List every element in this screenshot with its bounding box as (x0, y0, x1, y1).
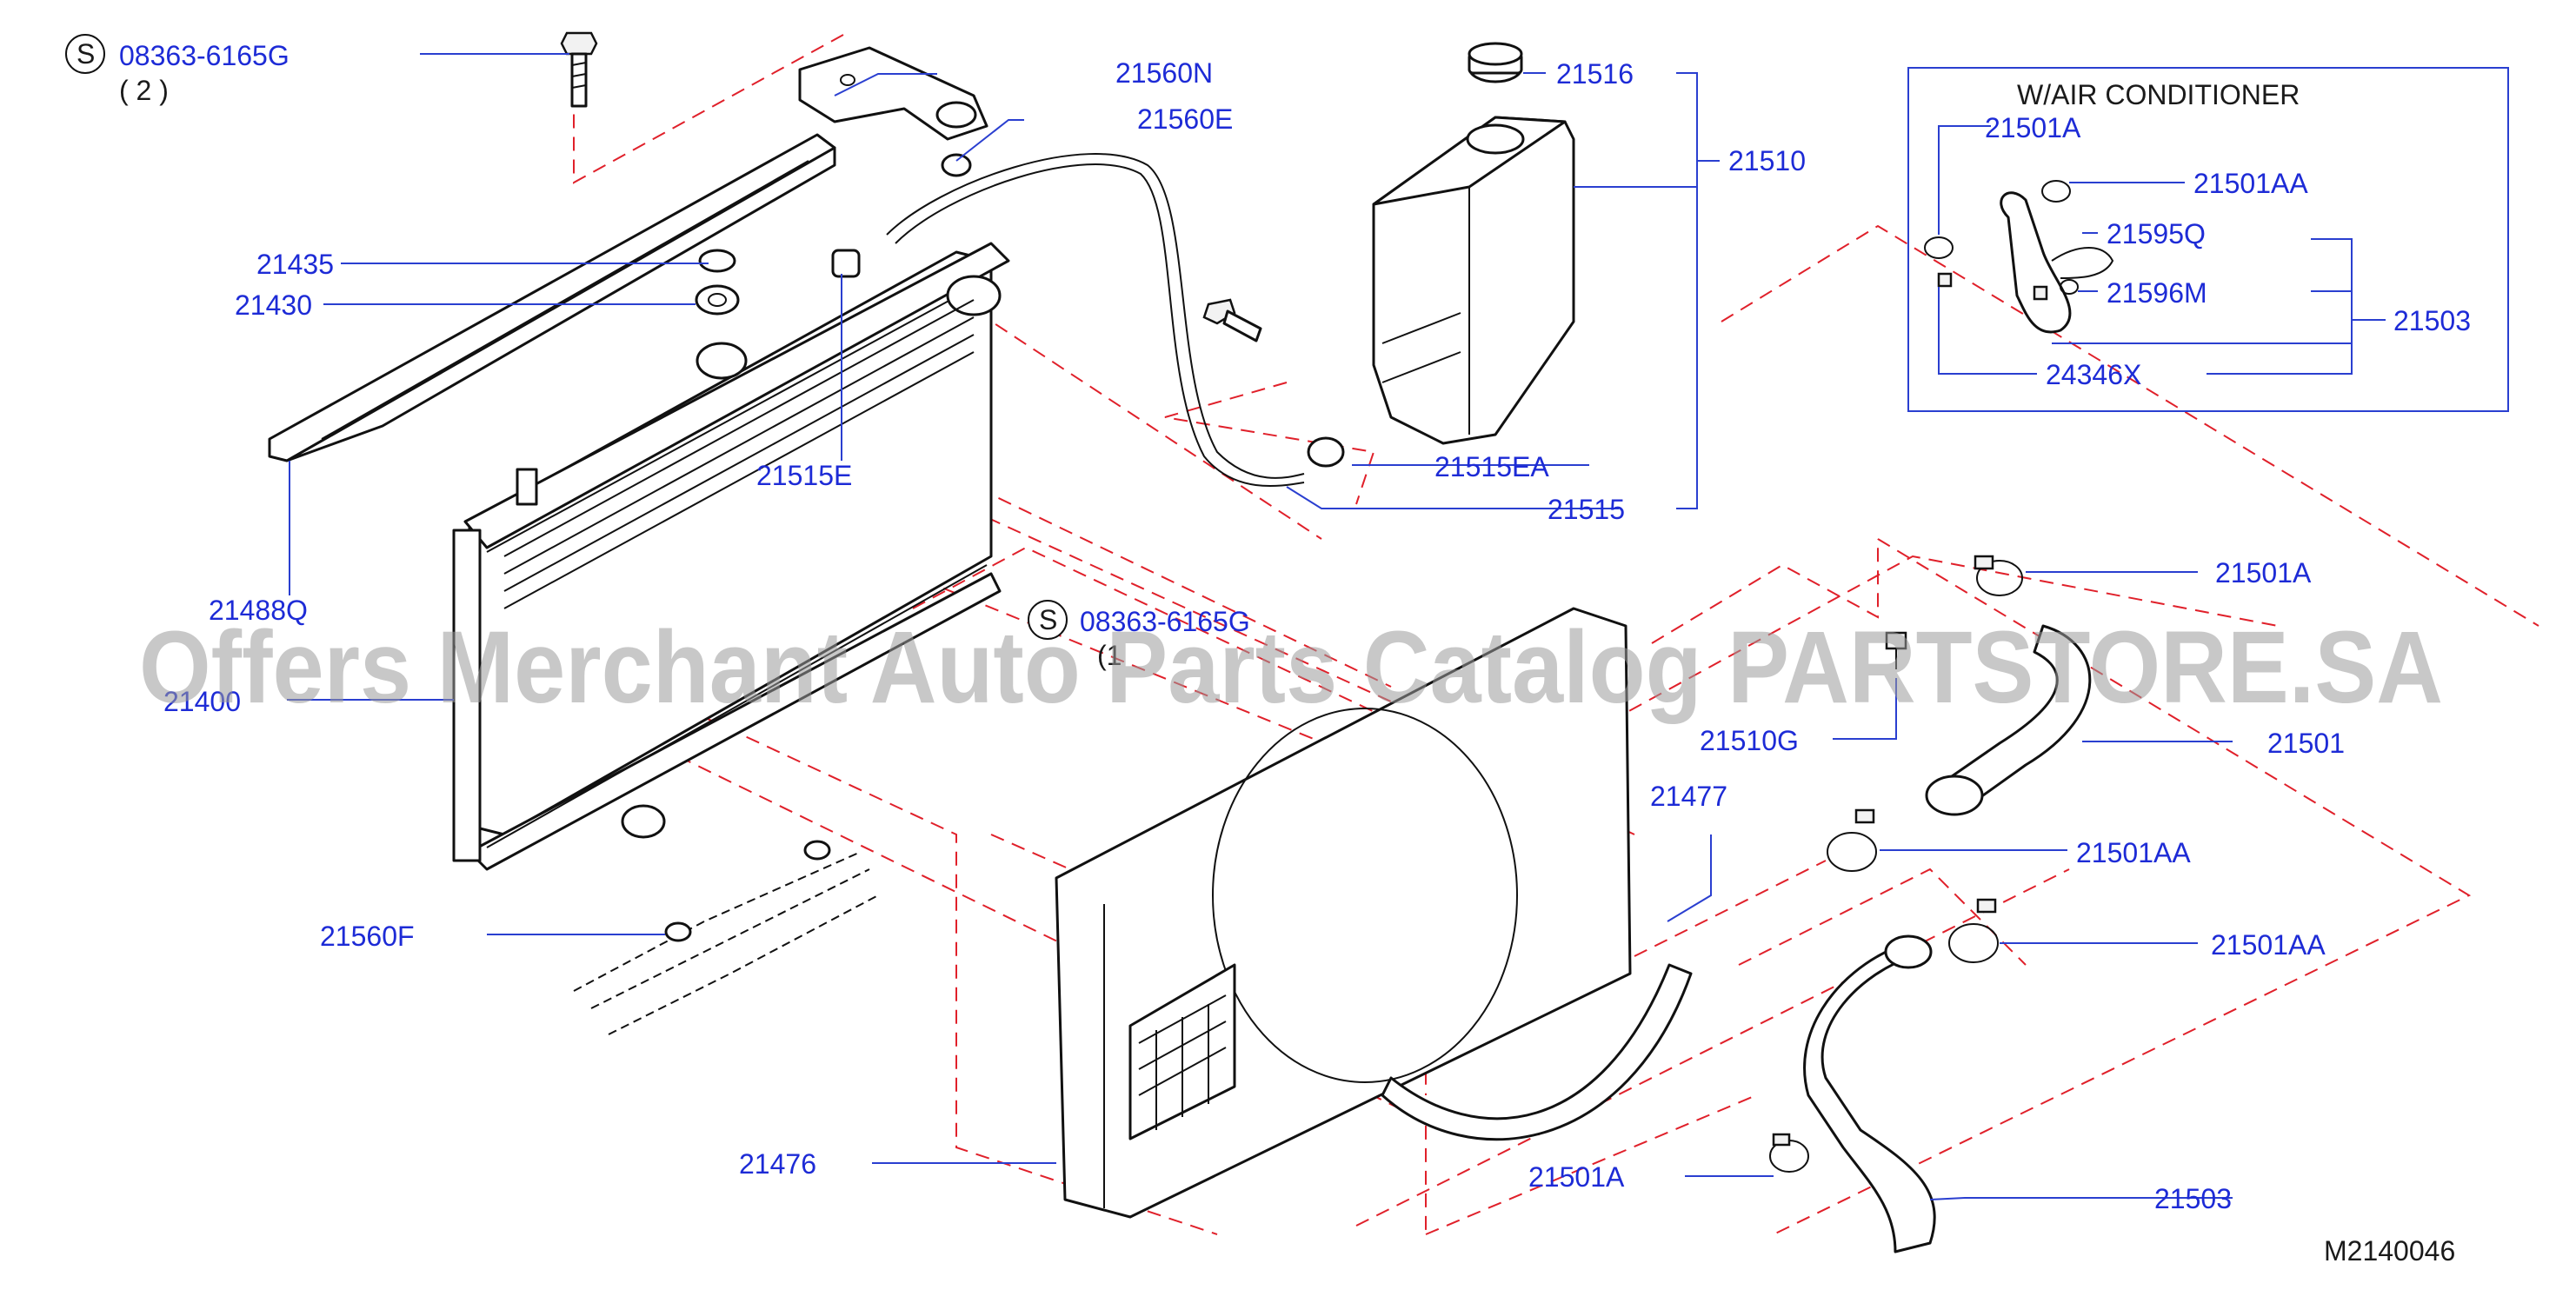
drain-bolt-21510G (1885, 631, 1907, 669)
label-bolt-mid-part: 08363-6165G (1080, 606, 1250, 637)
lower-mount (573, 840, 879, 1035)
label-21515E: 21515E (756, 460, 852, 491)
label-inset-21595Q: 21595Q (2107, 218, 2206, 249)
lower-radiator-hose (1803, 934, 1936, 1253)
reservoir-cap (1468, 42, 1523, 83)
fan-shroud (1055, 607, 1632, 1219)
standard-part-symbol-mid: S (1028, 600, 1068, 640)
label-inset-21503: 21503 (2393, 305, 2471, 336)
label-inset-21501A: 21501A (1985, 112, 2081, 143)
label-21503-bottom: 21503 (2154, 1183, 2232, 1214)
hose-clamp-upper (1974, 555, 2023, 596)
upper-mount-bracket (798, 46, 988, 141)
leader-lines (287, 53, 2386, 1200)
label-21488Q: 21488Q (209, 595, 308, 626)
radiator-cap (698, 249, 736, 273)
diagram-code: M2140046 (2324, 1235, 2455, 1267)
upper-radiator-hose (1925, 624, 2092, 816)
label-inset-21596M: 21596M (2107, 277, 2207, 309)
hose-clamp-upper-2 (1827, 808, 1877, 872)
label-bolt-mid-qty: (1 (1097, 640, 1122, 671)
label-21400: 21400 (163, 686, 241, 717)
reservoir-tank (1372, 116, 1575, 445)
svg-text:S: S (77, 38, 95, 70)
label-21501: 21501 (2267, 728, 2345, 759)
label-inset-24346X: 24346X (2046, 359, 2141, 390)
svg-text:S: S (1039, 604, 1057, 635)
label-21476: 21476 (739, 1148, 816, 1180)
label-21501A-bottom: 21501A (1528, 1161, 1625, 1193)
overflow-hose (886, 153, 1305, 487)
mount-grommet (941, 153, 972, 177)
hose-clamp-lower-2 (1769, 1133, 1809, 1173)
part-labels: 08363-6165G ( 2 ) 21560N 21560E 21516 21… (119, 40, 2471, 1267)
hose-clip-21515EA (1307, 436, 1345, 468)
hose-clip-21515E (831, 249, 861, 278)
lower-fan-shroud (1381, 963, 1693, 1141)
label-21515: 21515 (1548, 494, 1625, 525)
standard-part-symbol-top: S (65, 34, 105, 74)
label-21501A-right: 21501A (2215, 557, 2312, 588)
label-21560F: 21560F (320, 921, 415, 952)
label-21430: 21430 (235, 289, 312, 321)
label-21510: 21510 (1728, 145, 1806, 176)
watermark: Offers Merchant Auto Parts Catalog PARTS… (139, 610, 2443, 725)
label-21501AA-right-2: 21501AA (2211, 929, 2326, 961)
inset-title: W/AIR CONDITIONER (2017, 79, 2300, 110)
label-21510G: 21510G (1700, 725, 1799, 756)
label-21560N: 21560N (1115, 57, 1213, 89)
label-21515EA: 21515EA (1434, 451, 1549, 482)
hose-clamp-lower (1948, 898, 1999, 963)
label-21435: 21435 (256, 249, 334, 280)
label-21560E: 21560E (1137, 103, 1233, 135)
label-inset-21501AA: 21501AA (2193, 168, 2308, 199)
ac-inset-box: W/AIR CONDITIONER (1907, 67, 2509, 412)
cap-seal-ring (695, 284, 740, 316)
radiator-core (452, 242, 1010, 871)
bolt-middle (1202, 298, 1262, 342)
label-bolt-top-qty: ( 2 ) (119, 75, 169, 106)
label-bolt-top-part: 08363-6165G (119, 40, 290, 71)
label-21516: 21516 (1556, 58, 1634, 90)
label-21477: 21477 (1650, 781, 1727, 812)
bolt-top (560, 31, 598, 108)
label-21501AA-right-1: 21501AA (2076, 837, 2191, 868)
